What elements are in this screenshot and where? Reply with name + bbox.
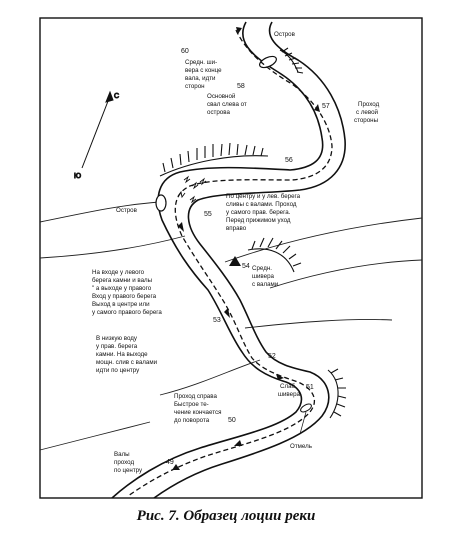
shoal-leader [299,411,307,435]
svg-text:В низкую воду: В низкую воду [96,335,138,342]
svg-text:Выход в центре или: Выход в центре или [92,301,150,308]
svg-text:у прав. берега: у прав. берега [96,343,138,350]
svg-text:идти по центру: идти по центру [96,367,140,374]
km-57: 57 [322,103,330,110]
note-6: В низкую воду у прав. берега камни. На в… [96,335,158,374]
svg-text:проход: проход [114,459,134,466]
svg-text:свал слева от: свал слева от [207,101,247,108]
svg-text:берега камни и валы: берега камни и валы [92,277,153,284]
svg-text:Средн. ши-: Средн. ши- [185,59,217,66]
triangle-marker-icon [229,256,241,266]
islands [155,55,277,212]
shoal-icon [300,403,312,413]
rapids-marks [177,175,207,204]
svg-text:острова: острова [207,109,230,116]
note-1: Средн. ши- вера с конце вала, идти сторо… [185,59,222,90]
svg-text:Валы: Валы [114,451,130,458]
route [127,29,333,497]
svg-text:" а выходе у правого: " а выходе у правого [92,285,152,292]
river-left-bank [111,21,324,499]
svg-text:камни. На выходе: камни. На выходе [96,351,148,358]
compass-south: Ю [74,173,81,180]
svg-text:Вход у правого берега: Вход у правого берега [92,293,157,300]
compass-north: С [114,93,119,100]
route-line [127,29,333,497]
island-left [155,194,167,212]
note-2: Основной свал слева от острова [207,93,247,116]
svg-text:На входе у левого: На входе у левого [92,269,145,276]
map-frame [39,17,423,499]
svg-text:Проход справа: Проход справа [174,393,217,400]
svg-text:Средн.: Средн. [252,265,272,272]
km-marks: 60 58 57 56 55 54 53 52 51 50 49 [166,48,330,466]
svg-text:сторон: сторон [185,83,205,90]
svg-text:По центру и у лев. берега: По центру и у лев. берега [226,193,301,200]
svg-text:Быстрое те-: Быстрое те- [174,401,209,408]
note-4: Средн. шивера с валами [252,265,279,288]
svg-text:Слаб.: Слаб. [280,383,297,390]
label-passage-left-1: Проход [358,101,380,108]
km-49: 49 [166,459,174,466]
km-58: 58 [237,83,245,90]
svg-text:у самого прав. берега.: у самого прав. берега. [226,209,291,216]
svg-text:по центру: по центру [114,467,143,474]
svg-text:до поворота: до поворота [174,417,210,424]
km-54: 54 [242,263,250,270]
note-3: По центру и у лев. берега сливы с валами… [226,193,301,232]
km-60: 60 [181,48,189,55]
km-51: 51 [306,384,314,391]
svg-text:у самого правого берега: у самого правого берега [92,309,162,316]
svg-text:вера с конце: вера с конце [185,67,222,74]
svg-text:сливы с валами. Проход: сливы с валами. Проход [226,201,297,208]
svg-text:вала, идти: вала, идти [185,75,216,82]
svg-text:Основной: Основной [207,93,236,100]
label-passage-left-2: с левой [356,109,379,116]
km-55: 55 [204,211,212,218]
note-9: Валы проход по центру [114,451,143,474]
terrain-lines [39,201,423,451]
note-5: На входе у левого берега камни и валы " … [92,269,162,316]
note-8: Проход справа Быстрое те- чение кончаетс… [174,393,221,424]
svg-text:шивера: шивера [278,391,301,398]
compass-icon: С Ю [74,90,120,181]
figure-caption: Рис. 7. Образец лоции реки [136,508,316,524]
label-shoal: Отмель [290,443,312,450]
label-island-left: Остров [116,207,138,214]
svg-text:чение кончается: чение кончается [174,409,221,416]
river [111,21,346,499]
river-right-bank [153,21,346,499]
note-7: Слаб. шивера [278,383,301,398]
svg-text:с валами: с валами [252,281,279,288]
route-arrows [172,27,320,470]
svg-text:мощн. слив с валами: мощн. слив с валами [96,359,158,366]
label-passage-left-3: стороны [354,117,379,124]
km-53: 53 [213,317,221,324]
svg-text:Перед прижимом уход: Перед прижимом уход [226,217,291,224]
svg-text:шивера: шивера [252,273,275,280]
km-50: 50 [228,417,236,424]
km-52: 52 [268,353,276,360]
km-56: 56 [285,157,293,164]
svg-text:вправо: вправо [226,225,247,232]
label-island-top: Остров [274,31,296,38]
cliffs [159,47,347,419]
